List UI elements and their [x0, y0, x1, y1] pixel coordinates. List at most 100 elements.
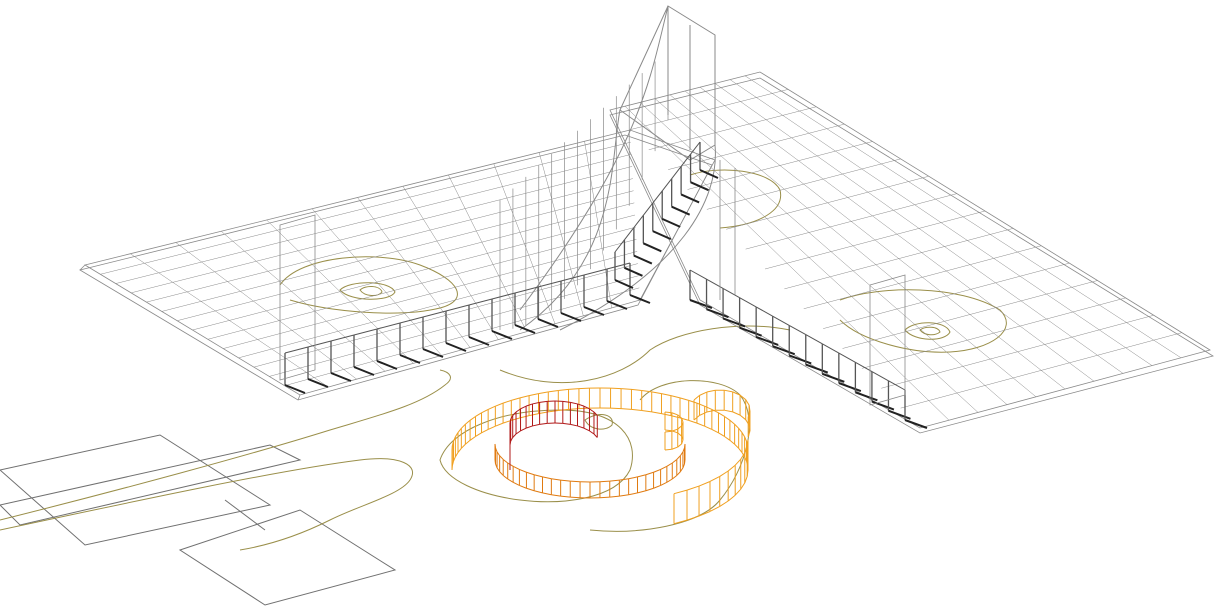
stair-rail — [888, 380, 906, 391]
ramp-baluster-edge — [679, 397, 689, 401]
ramp-baluster-edge — [570, 480, 581, 483]
ramp-baluster-edge — [698, 481, 711, 487]
stair-rail — [652, 190, 663, 204]
ramp-baluster-edge — [637, 474, 646, 478]
ramp-baluster-edge — [469, 436, 476, 441]
stair-tread — [661, 217, 681, 228]
ramp-baluster-edge — [495, 422, 504, 427]
ramp-baluster-edge — [718, 432, 725, 437]
ramp-baluster-edge — [645, 471, 654, 476]
ramp-baluster-edge — [631, 388, 642, 392]
ramp-baluster-edge — [704, 425, 713, 430]
stair-tread — [680, 193, 700, 204]
stair-rail — [822, 343, 840, 354]
ramp-baluster-edge — [719, 470, 729, 477]
stair-rail — [445, 304, 470, 312]
stair-tread — [376, 360, 398, 370]
ramp-baluster-edge — [740, 452, 746, 460]
stair-tread — [614, 279, 634, 289]
slab-grid-line — [699, 86, 1095, 382]
ramp-baluster-edge — [706, 389, 716, 393]
ramp-baluster-edge — [686, 515, 700, 521]
ramp-baluster-edge — [681, 418, 684, 423]
ramp-baluster-edge — [499, 471, 504, 476]
ramp-baluster-edge — [734, 488, 742, 496]
stair-rail — [606, 262, 631, 270]
ramp-baluster-edge — [599, 496, 610, 499]
stair-rail — [537, 280, 562, 288]
ramp-baluster-edge — [724, 409, 733, 413]
ramp-baluster-edge — [747, 430, 751, 437]
slab-grid-line — [684, 90, 1066, 390]
ramp-baluster-edge — [619, 478, 629, 481]
ramp-baluster-edge — [526, 487, 535, 492]
ramp-baluster-edge — [660, 481, 668, 486]
ramp-baluster-edge — [748, 405, 751, 412]
stair-rail — [772, 315, 790, 326]
ramp-baluster-edge — [739, 414, 747, 421]
stair-rail — [353, 328, 378, 336]
ramp-baluster-edge — [724, 389, 733, 393]
ramp-baluster-edge — [727, 464, 736, 472]
ramp-baluster-red-edge — [562, 422, 571, 425]
ramp-baluster-edge — [457, 428, 462, 433]
ramp-baluster-red-edge — [593, 411, 598, 416]
stair-rail — [706, 278, 724, 289]
stair-tread — [399, 354, 421, 364]
ramp-baluster-edge — [688, 419, 698, 424]
ramp-baluster-red-edge — [525, 425, 533, 429]
ramp-baluster-edge — [686, 485, 700, 491]
ramp-baluster-edge — [502, 459, 509, 464]
right-floor-slab — [609, 71, 1215, 434]
stair-tread — [330, 372, 352, 382]
ramp-baluster-red-edge — [577, 425, 585, 429]
ramp-baluster-edge — [729, 439, 735, 445]
ramp-baluster-edge — [671, 428, 678, 432]
stair-rail — [661, 178, 673, 192]
ramp-baluster-edge — [746, 439, 749, 447]
stair-rail — [680, 153, 691, 167]
stair-tread — [468, 336, 490, 346]
ramp-baluster-edge — [688, 399, 698, 404]
ramp-baluster-edge — [457, 448, 462, 453]
ramp-baluster-edge — [718, 412, 725, 417]
stair-rail — [739, 297, 757, 308]
stair-tread — [739, 326, 762, 337]
stair-rail — [284, 346, 309, 354]
slab-grid-line — [744, 75, 1182, 359]
ramp-baluster-edge — [732, 411, 741, 416]
stair-rail — [491, 292, 516, 300]
ramp-baluster-edge — [551, 478, 561, 481]
ramp-baluster-red-edge — [589, 430, 595, 435]
ramp-baluster-edge — [683, 443, 686, 449]
ramp-baluster-red-edge — [520, 405, 527, 410]
ramp-baluster-edge — [677, 432, 682, 437]
ramp-baluster-edge — [696, 402, 705, 407]
ramp-baluster-edge — [496, 467, 501, 473]
slab-grid-line — [221, 231, 386, 372]
stair-tread — [855, 391, 878, 402]
ramp-baluster-edge — [496, 451, 501, 457]
slab-grid-line — [175, 242, 357, 380]
ramp-baluster-edge — [666, 462, 673, 467]
ramp-baluster-edge — [499, 455, 504, 460]
ramp-baluster-edge — [709, 505, 720, 512]
stair-tread — [633, 254, 653, 265]
stair-tread — [353, 366, 375, 376]
stair-rail — [399, 316, 424, 324]
curved-tower — [519, 5, 716, 331]
ramp-baluster-edge — [548, 390, 559, 393]
ramp-baluster-edge — [673, 489, 688, 495]
slab-grid-line — [266, 219, 414, 364]
ramp-baluster-edge — [469, 416, 476, 421]
ramp-baluster-red-edge — [570, 423, 578, 427]
ramp-baluster-edge — [661, 413, 672, 417]
ramp-baluster-edge — [487, 405, 496, 410]
ramp-baluster-edge — [738, 448, 743, 453]
ramp-baluster-edge — [729, 419, 735, 425]
ramp-baluster-edge — [693, 394, 700, 401]
ramp-baluster-edge — [502, 475, 509, 480]
ramp-baluster-red-edge — [509, 419, 512, 424]
